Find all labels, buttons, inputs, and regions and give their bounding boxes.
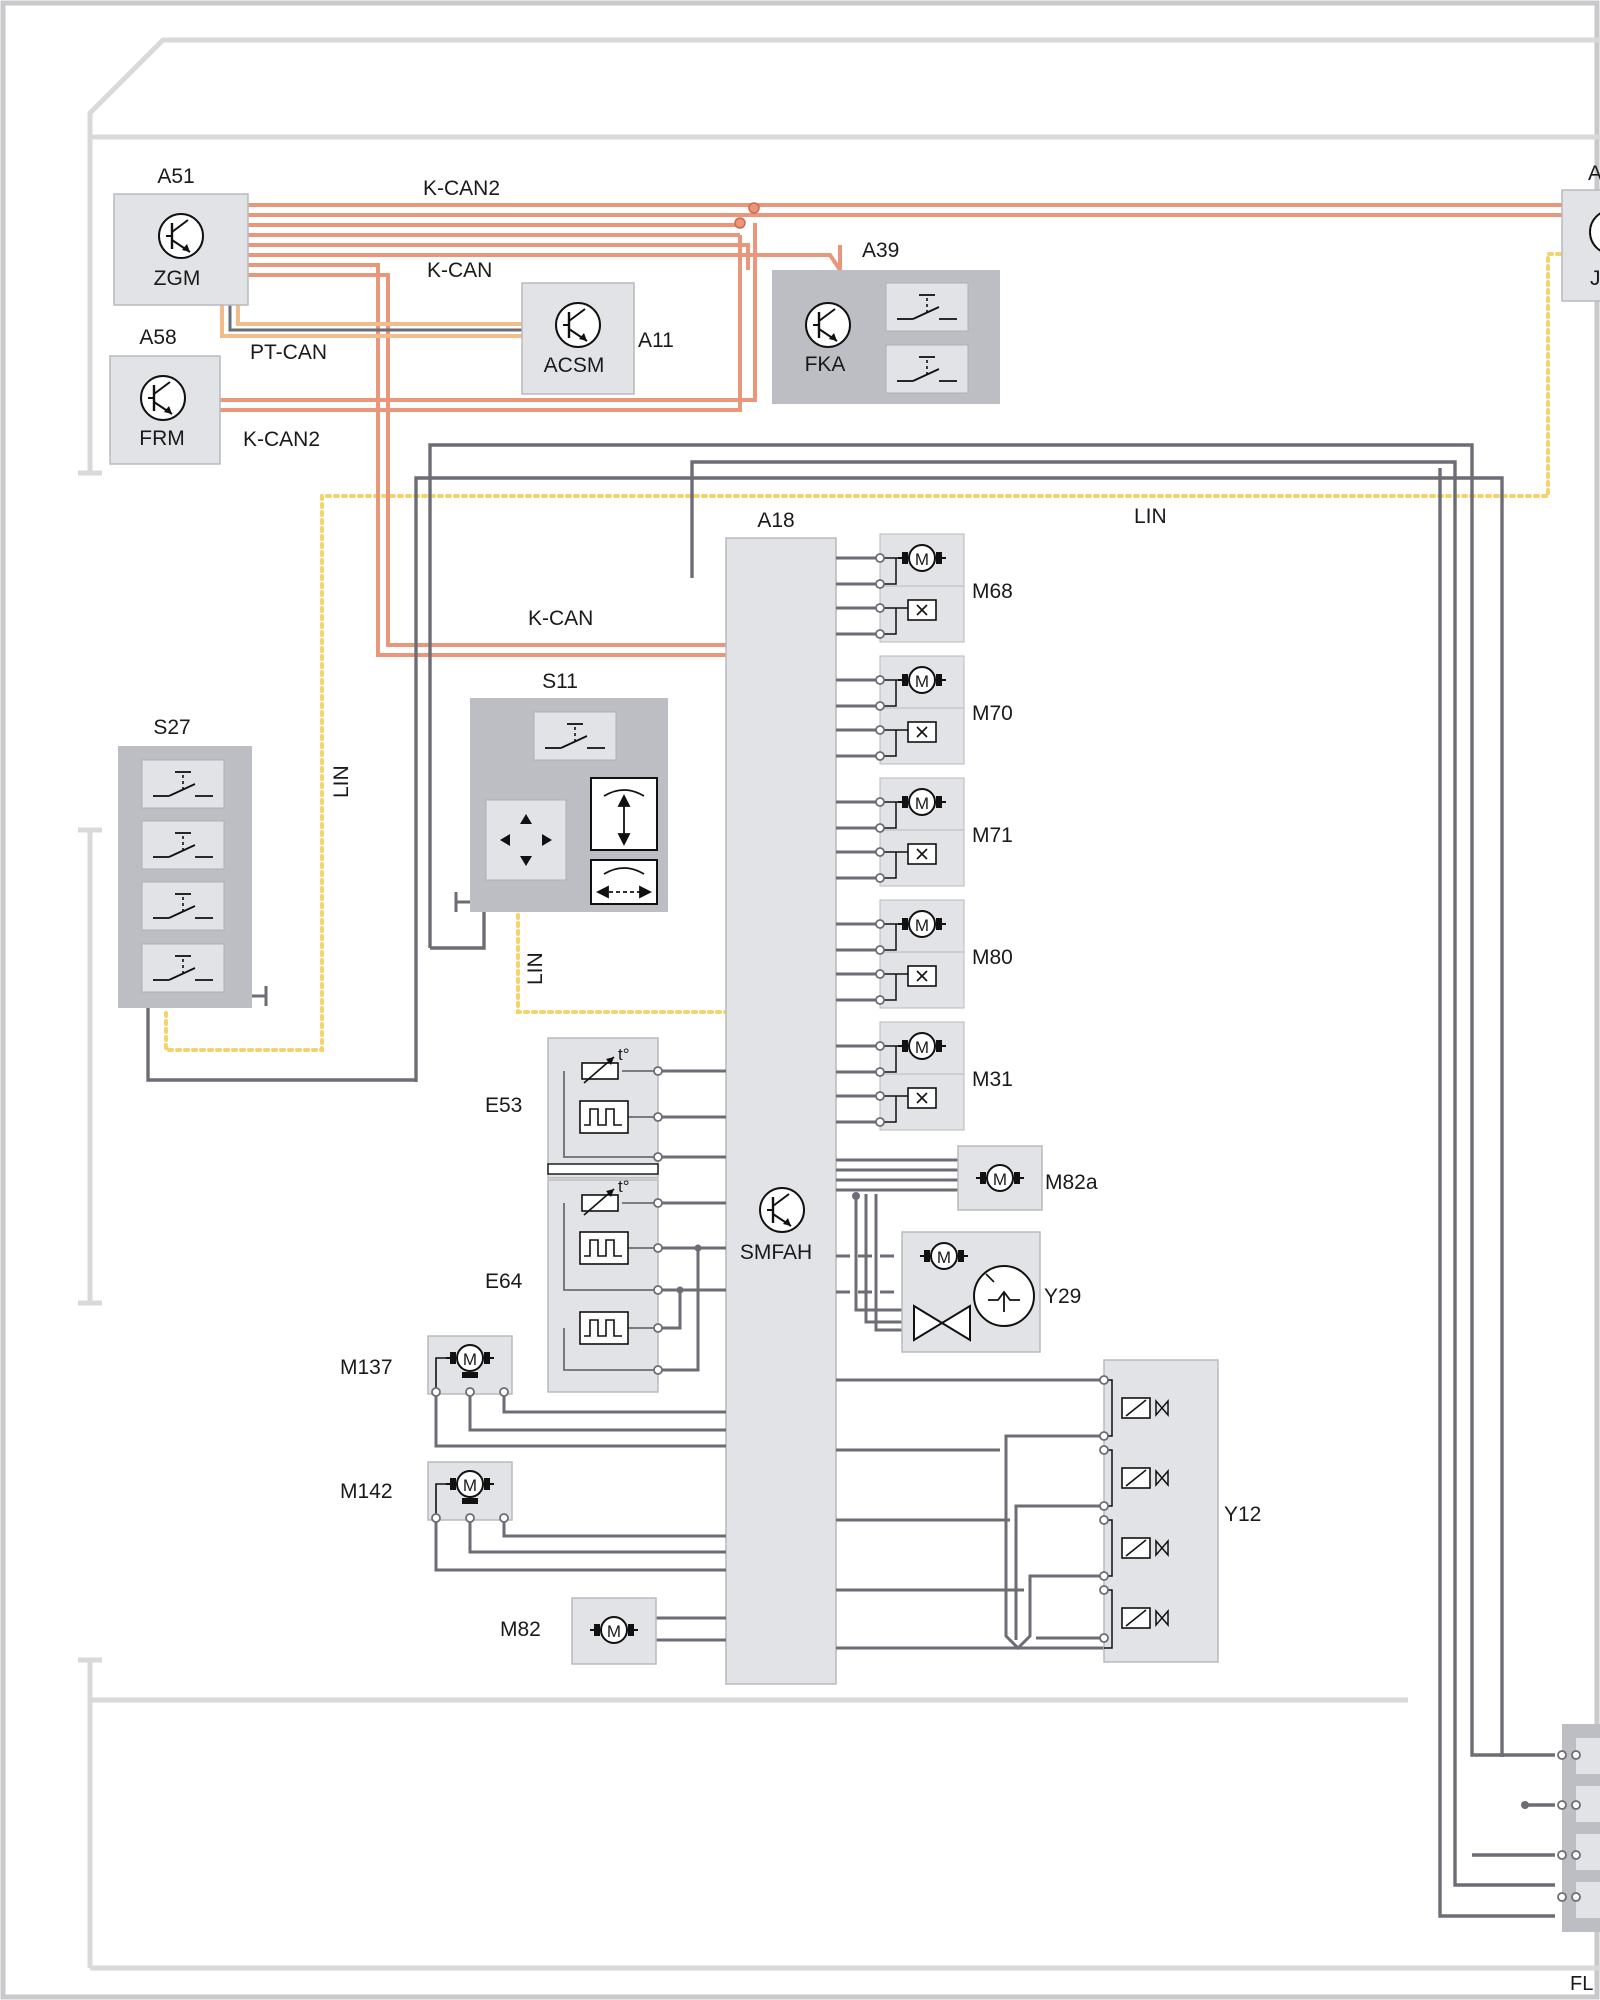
motor-m137: M M137 — [340, 1335, 726, 1448]
temp-symbol: t° — [618, 1177, 630, 1196]
direction-pad-icon — [500, 814, 552, 866]
bus-label-pt-can: PT-CAN — [250, 341, 327, 364]
module-a11: ACSM A11 — [521, 282, 674, 395]
module-a18: SMFAH A18 — [725, 509, 837, 1685]
position-sensor-icon — [907, 843, 937, 865]
module-name: J — [1590, 267, 1600, 290]
bus-label-k-can2: K-CAN2 — [243, 428, 320, 451]
motor-symbol: M — [915, 550, 929, 569]
module-name: SMFAH — [740, 1241, 812, 1264]
can-bus — [220, 203, 1562, 657]
position-sensor-icon — [907, 1087, 937, 1109]
valve-block-y12: Y12 — [836, 1359, 1261, 1663]
heating-element-icon — [579, 1100, 629, 1134]
motor-block-m80: M M80 — [836, 899, 1013, 1009]
bus-label-lin: LIN — [1134, 505, 1167, 528]
module-label: E64 — [485, 1270, 523, 1293]
motor-m142: M M142 — [340, 1461, 726, 1572]
motor-symbol: M — [915, 1038, 929, 1057]
temp-symbol: t° — [618, 1045, 630, 1064]
motor-block-m70: M M70 — [836, 655, 1013, 765]
module-label: M82a — [1045, 1171, 1098, 1194]
motor-symbol: M — [915, 916, 929, 935]
bus-label-k-can: K-CAN — [427, 259, 492, 282]
module-label: S27 — [153, 716, 190, 739]
heater-e53-e64: t° t° E53 E64 — [485, 1037, 726, 1393]
module-right-top: A J — [1561, 162, 1600, 302]
motor-symbol: M — [463, 1476, 477, 1495]
module-a51: ZGM A51 — [113, 165, 249, 306]
module-label: M82 — [500, 1618, 541, 1641]
heating-element-icon — [579, 1231, 629, 1265]
motor-symbol: M — [607, 1622, 621, 1641]
module-name: ACSM — [544, 354, 605, 377]
pt-can-bus — [220, 305, 522, 338]
motor-block-m71: M M71 — [836, 777, 1013, 887]
motor-m82a — [836, 1158, 958, 1192]
motor-block-m31: M M31 — [836, 1021, 1013, 1131]
module-label: A — [1588, 162, 1600, 185]
motor-block-m68: M M68 — [836, 533, 1013, 643]
heating-element-icon — [579, 1311, 629, 1345]
module-a58: FRM A58 — [109, 326, 221, 465]
bus-label-lin: LIN — [330, 765, 353, 798]
module-label: A51 — [157, 165, 194, 188]
footer-code: FL — [1570, 1973, 1593, 1995]
switch-block-s11: S11 — [454, 670, 668, 912]
position-sensor-icon — [907, 721, 937, 743]
valve-icon — [913, 1304, 971, 1342]
module-label: A18 — [757, 509, 794, 532]
seat-adjust-icon — [603, 789, 645, 847]
module-name: FRM — [139, 427, 185, 450]
motor-symbol: M — [993, 1170, 1007, 1189]
lin-bus — [164, 252, 1562, 1052]
bus-label-k-can: K-CAN — [528, 607, 593, 630]
module-label: Y12 — [1224, 1503, 1261, 1526]
position-sensor-icon — [907, 599, 937, 621]
module-label: M137 — [340, 1356, 393, 1379]
bus-junction — [748, 202, 760, 214]
module-label: S11 — [542, 670, 578, 693]
module-label: E53 — [485, 1094, 522, 1117]
motor-symbol: M — [915, 794, 929, 813]
motor-symbol: M — [463, 1350, 477, 1369]
bus-junction — [734, 217, 746, 229]
module-label: A58 — [139, 326, 176, 349]
module-label: M31 — [972, 1068, 1013, 1091]
position-sensor-icon — [907, 965, 937, 987]
bus-label-k-can2: K-CAN2 — [423, 177, 500, 200]
motor-symbol: M — [937, 1248, 951, 1267]
module-label: M80 — [972, 946, 1013, 969]
module-label: M142 — [340, 1480, 393, 1503]
module-name: FKA — [805, 353, 846, 376]
seat-slide-icon — [595, 867, 653, 899]
actuator-y29: M Y29 — [836, 1192, 1081, 1353]
switch-block-s27: S27 — [118, 716, 268, 1008]
module-label: Y29 — [1044, 1285, 1081, 1308]
harness-wires — [146, 443, 1555, 1918]
connector-bottom-right — [1472, 1724, 1600, 1932]
module-label: A11 — [638, 329, 674, 352]
module-a39: FKA A39 — [772, 239, 1000, 404]
module-label: A39 — [862, 239, 899, 262]
module-label: M71 — [972, 824, 1013, 847]
module-label: M68 — [972, 580, 1013, 603]
motor-symbol: M — [915, 672, 929, 691]
module-label: M70 — [972, 702, 1013, 725]
motor-m82: M M82 — [500, 1597, 726, 1665]
bus-label-lin: LIN — [524, 952, 547, 985]
module-name: ZGM — [154, 267, 201, 290]
motor-m82a-box: M M82a — [957, 1145, 1098, 1211]
